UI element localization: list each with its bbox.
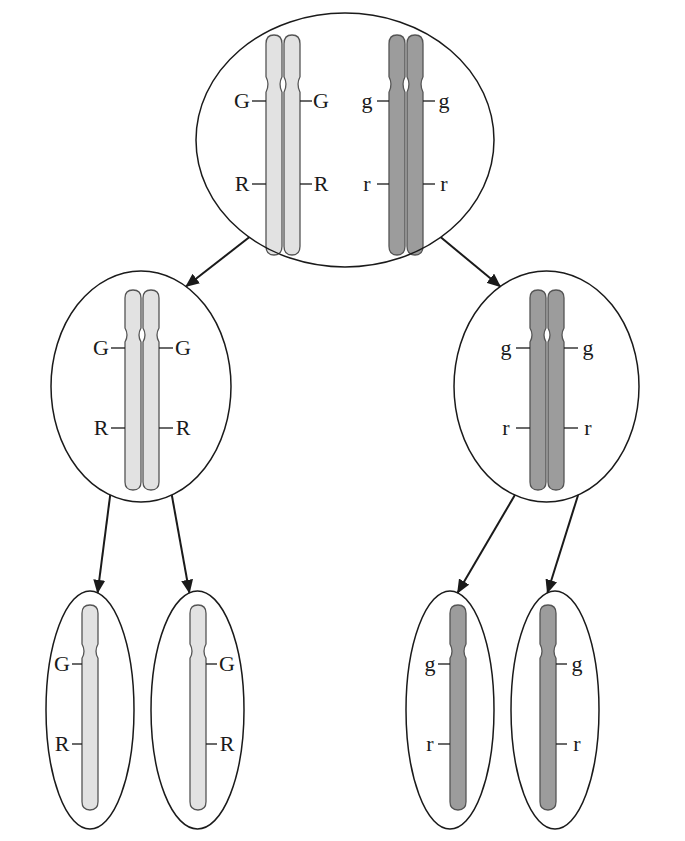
allele-label: g [583,337,594,359]
allele-label: R [235,173,250,195]
cell: G Gg gR Rr r [195,12,495,268]
chromatid [82,605,98,810]
allele-label: G [313,90,329,112]
division-arrow [186,237,249,286]
allele-label: g [572,653,583,675]
cell-outline [50,270,232,503]
cell-outline [453,270,640,503]
division-arrow [458,495,515,593]
cell-outline [195,12,495,268]
cell-membrane [406,591,494,829]
cell-outline [405,590,495,830]
allele-label: R [94,417,109,439]
cell-membrane [46,591,134,829]
allele-label: G [219,653,235,675]
chromatid [407,35,423,255]
gene-ticks [72,101,578,744]
allele-label: r [573,733,580,755]
allele-label: r [502,417,509,439]
allele-label: G [175,337,191,359]
allele-label: g [425,653,436,675]
cell-membrane [511,591,599,829]
chromatid [540,605,556,810]
cell-outline [150,590,245,830]
chromatid [143,290,159,490]
cell: G G R R [50,270,232,503]
cell: gr [510,590,600,830]
allele-label: r [426,733,433,755]
chromosome-light [82,35,300,810]
cell-membrane [51,271,231,502]
chromosome-dark [389,35,564,810]
allele-label: g [501,337,512,359]
allele-label: R [176,417,191,439]
chromatid [284,35,300,255]
allele-label: r [363,173,370,195]
chromatid [389,35,405,255]
cell: g g r r [453,270,640,503]
cell-membrane [196,13,494,267]
division-arrow [547,495,578,593]
allele-label: g [439,90,450,112]
allele-label: r [584,417,591,439]
cell-outline [510,590,600,830]
division-arrow [98,495,111,593]
cell: GR [45,590,135,830]
allele-label: r [440,173,447,195]
division-arrow [441,237,501,286]
chromatid [190,605,206,810]
cell-membrane [151,591,244,829]
cell-outline [45,590,135,830]
allele-label: G [54,653,70,675]
allele-label: R [220,733,235,755]
allele-label: G [234,90,250,112]
allele-label: G [93,337,109,359]
cell: GR [150,590,245,830]
allele-label: R [314,173,329,195]
chromatid [266,35,282,255]
chromatid [450,605,466,810]
chromatid [548,290,564,490]
allele-label: R [55,733,70,755]
division-arrow [172,495,190,593]
allele-label: g [362,90,373,112]
chromatid [530,290,546,490]
cell: gr [405,590,495,830]
chromatid [125,290,141,490]
cell-membrane [454,271,639,502]
